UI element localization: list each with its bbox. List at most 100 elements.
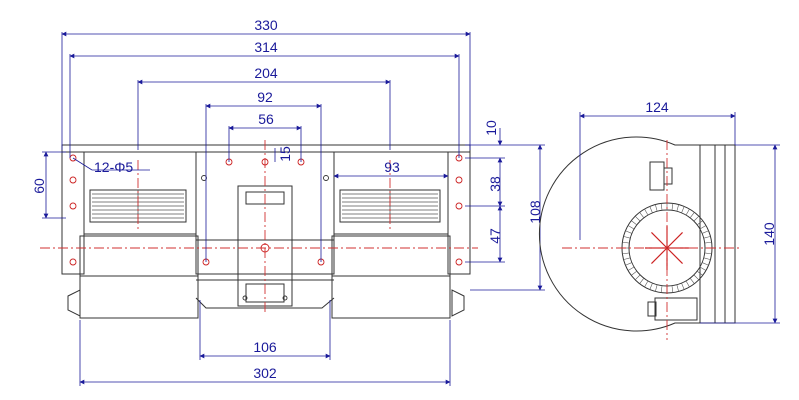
left-scroll-bottom	[79, 275, 199, 319]
dim-outlet-width: 93	[384, 159, 400, 175]
hole	[69, 176, 77, 184]
left-housing-lower	[79, 235, 199, 277]
hole	[69, 202, 77, 210]
right-housing-lower	[331, 235, 451, 277]
dim-top-hole-offset: 10	[483, 120, 499, 136]
right-foot	[451, 289, 465, 317]
slat	[666, 232, 683, 249]
slat	[696, 220, 703, 226]
dim-motor-hole-span: 56	[258, 111, 274, 127]
front-dimension-labels: 330 314 204 92 56 15 93 10 38 47 108 60 …	[31, 17, 543, 381]
dim-wheel-span: 204	[254, 65, 278, 81]
dim-overall-height: 108	[527, 200, 543, 224]
shaft-hole	[260, 243, 270, 253]
slat	[704, 252, 712, 255]
center-foot	[195, 297, 335, 309]
top-clip	[649, 161, 665, 191]
slat	[625, 262, 633, 266]
hole	[261, 158, 269, 166]
side-centerlines	[562, 140, 742, 340]
hole	[242, 295, 248, 301]
slat	[693, 215, 700, 222]
slat	[623, 236, 631, 239]
side-view	[539, 136, 736, 332]
left-foot	[67, 289, 81, 317]
housing-top-strip	[61, 144, 471, 153]
slat	[703, 236, 711, 239]
slat	[689, 277, 695, 284]
slat	[622, 252, 630, 255]
slat	[639, 212, 645, 219]
slat	[634, 274, 641, 281]
slat	[622, 241, 630, 244]
slat	[671, 203, 674, 211]
slat	[644, 208, 649, 216]
slat	[651, 232, 668, 249]
slat	[631, 270, 638, 276]
top-clip-tab	[663, 167, 673, 185]
slat	[649, 282, 653, 290]
slat	[655, 284, 658, 292]
dim-foot-span: 106	[253, 339, 277, 355]
slat	[639, 277, 645, 284]
side-dimension-labels: 124 140	[645, 99, 777, 246]
slat	[651, 247, 668, 264]
slat	[696, 270, 703, 276]
slat	[671, 285, 674, 293]
hole	[455, 176, 463, 184]
slat	[660, 203, 663, 211]
slat	[676, 284, 679, 292]
slat	[655, 204, 658, 212]
hole	[201, 175, 207, 181]
hole	[323, 175, 329, 181]
dim-overall-width: 330	[254, 17, 278, 33]
slat	[701, 262, 709, 266]
mounting-holes	[69, 154, 463, 301]
dim-side-width: 124	[645, 99, 669, 115]
hole	[69, 258, 77, 266]
slat	[625, 230, 633, 234]
slat	[666, 247, 683, 264]
slat	[623, 257, 631, 260]
dim-hole-pitch-upper: 38	[487, 176, 503, 192]
slat	[681, 282, 685, 290]
slat	[704, 241, 712, 244]
dim-outer-hole-span: 314	[254, 39, 278, 55]
right-flange	[447, 151, 471, 275]
slat	[627, 266, 635, 271]
slat	[634, 215, 641, 222]
hole	[455, 202, 463, 210]
slat	[685, 208, 690, 216]
slat	[631, 220, 638, 226]
slat	[644, 280, 649, 288]
dim-left-flange-height: 60	[31, 178, 47, 194]
slat	[660, 285, 663, 293]
slat	[699, 266, 707, 271]
dim-side-height: 140	[761, 222, 777, 246]
slat	[703, 257, 711, 260]
dim-mounting-holes: 12-Φ5	[94, 159, 133, 175]
slat	[681, 206, 685, 214]
hole	[455, 258, 463, 266]
dim-inner-hole-span: 92	[257, 89, 273, 105]
front-centerlines	[40, 140, 478, 312]
side-dimension-lines	[579, 112, 780, 324]
scroll-housing	[539, 136, 726, 332]
slat	[676, 204, 679, 212]
dim-hole-pitch-lower: 47	[487, 228, 503, 244]
slat	[701, 230, 709, 234]
slat	[649, 206, 653, 214]
bottom-clip	[654, 297, 698, 321]
left-flange	[61, 151, 85, 275]
bottom-clip-tab	[647, 301, 657, 317]
front-dimension-lines	[42, 31, 545, 386]
slat	[699, 225, 707, 230]
slat	[693, 274, 700, 281]
dim-base-width: 302	[253, 365, 277, 381]
hole	[282, 295, 288, 301]
right-scroll-bottom	[331, 275, 451, 319]
slat	[689, 212, 695, 219]
impeller-blades	[622, 203, 712, 293]
dim-motor-hole-offset: 15	[277, 146, 293, 162]
